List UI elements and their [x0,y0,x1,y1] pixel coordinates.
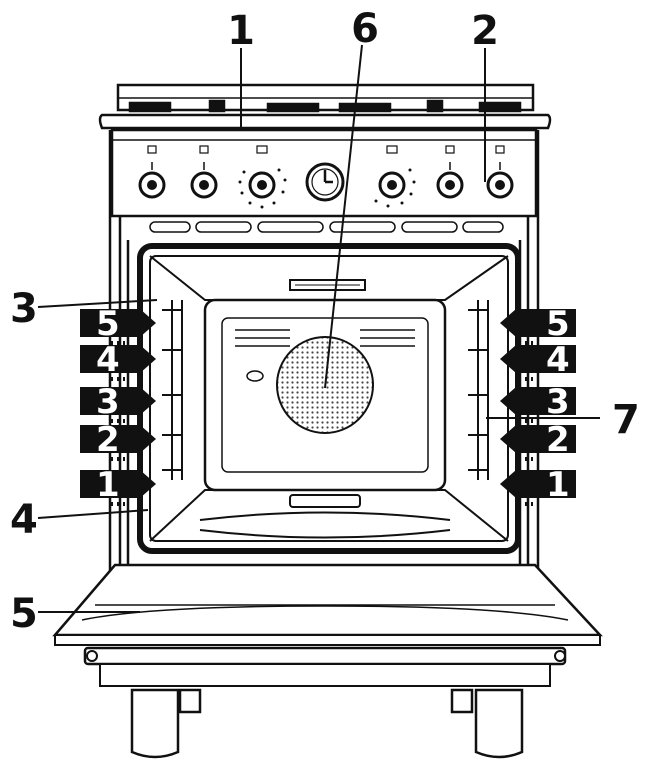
shelf-tag-label: 3 [96,382,120,422]
shelf-tag-left-2: 2 [80,420,156,461]
shelf-tag-right-1: 1 [500,465,576,506]
shelf-tag-label: 5 [546,304,570,344]
knob-1[interactable] [138,145,166,199]
shelf-tag-label: 2 [546,420,570,460]
shelf-tag-left-5: 5 [80,304,156,345]
callout-4: 4 [10,497,38,543]
callout-2: 2 [471,8,499,54]
callout-1: 1 [227,8,255,54]
callout-6: 6 [351,6,379,52]
shelf-tag-label: 1 [546,465,570,505]
cooktop [98,83,552,130]
shelf-tag-label: 1 [96,465,120,505]
shelf-tag-left-3: 3 [80,382,156,423]
shelf-tag-right-2: 2 [500,420,576,461]
vent-slots [149,221,504,233]
oven-door[interactable] [52,563,603,646]
thermostat-knob[interactable] [374,145,416,208]
shelf-tag-right-5: 5 [500,304,576,345]
shelf-tag-label: 2 [96,420,120,460]
shelf-tag-left-4: 4 [80,340,156,381]
oven-bottom [199,494,451,539]
shelf-tag-label: 4 [546,340,570,380]
right-rack-guide [468,300,489,480]
shelf-tag-right-3: 3 [500,382,576,423]
oven-function-knob[interactable] [238,145,287,209]
shelf-tag-left-1: 1 [80,465,156,506]
callout-3: 3 [10,286,38,332]
back-panel [203,298,447,492]
callout-5: 5 [10,591,38,637]
shelf-tag-label: 4 [96,340,120,380]
callout-7: 7 [612,397,640,443]
clock-timer[interactable] [305,162,345,202]
left-rack-guide [162,300,183,480]
knob-5[interactable] [436,145,464,199]
knob-2[interactable] [190,145,218,199]
knob-6[interactable] [486,145,514,199]
shelf-tag-label: 5 [96,304,120,344]
leader-lines [37,44,600,613]
shelf-tag-label: 3 [546,382,570,422]
shelf-tag-right-4: 4 [500,340,576,381]
oven-feet [130,688,524,759]
door-handle[interactable] [83,646,567,687]
